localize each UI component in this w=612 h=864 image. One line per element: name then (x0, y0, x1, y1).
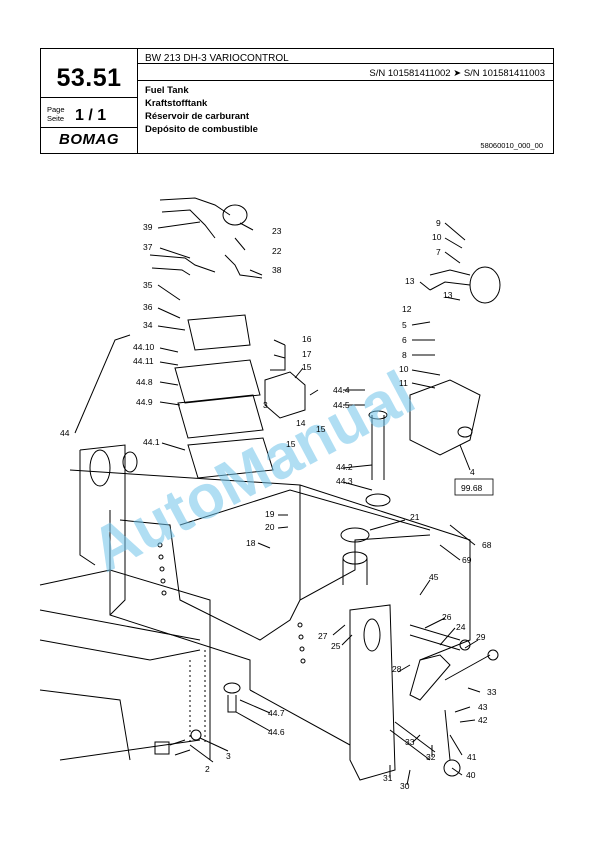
title-block: 53.51 Page Seite 1 / 1 BOMAG BW 213 DH-3… (40, 48, 554, 154)
callout-label: 6 (402, 335, 407, 345)
callout-label: 44.8 (136, 377, 153, 387)
title-en: Fuel Tank (145, 85, 189, 96)
callout-label: 33 (487, 687, 497, 697)
title-block-rule (41, 97, 137, 98)
callout-label: 99.68 (461, 483, 483, 493)
callout-label: 28 (392, 664, 402, 674)
callout-label: 44.5 (333, 400, 350, 410)
callout-label: 45 (429, 572, 439, 582)
callout-label: 39 (143, 222, 153, 232)
callout-label: 33 (405, 737, 415, 747)
callout-label: 10 (399, 364, 409, 374)
callout-label: 14 (296, 418, 306, 428)
callout-label: 30 (400, 781, 410, 791)
title-block-divider (137, 49, 138, 153)
callout-labels: 39 23 37 22 38 35 36 34 44.10 44.11 44.8… (60, 218, 497, 791)
callout-label: 44.3 (336, 476, 353, 486)
title-fr: Réservoir de carburant (145, 111, 250, 122)
callout-label: 34 (143, 320, 153, 330)
callout-label: 3 (263, 400, 268, 410)
callout-label: 10 (432, 232, 442, 242)
title-de: Kraftstofftank (145, 98, 208, 109)
page-number: 53.51 (56, 64, 122, 92)
callout-label: 44.11 (133, 356, 154, 366)
title-block-rule (137, 63, 553, 64)
callout-label: 21 (410, 512, 420, 522)
diagram-linework (39, 197, 501, 786)
callout-label: 44.7 (268, 708, 285, 718)
callout-label: 13 (443, 290, 453, 300)
callout-label: 5 (402, 320, 407, 330)
callout-label: 22 (272, 246, 282, 256)
callout-label: 15 (302, 362, 312, 372)
callout-label: 20 (265, 522, 275, 532)
callout-label: 23 (272, 226, 282, 236)
callout-label: 8 (402, 350, 407, 360)
callout-label: 44 (60, 428, 70, 438)
title-block-rule (41, 127, 137, 128)
callout-label: 44.1 (143, 437, 160, 447)
callout-label: 17 (302, 349, 312, 359)
model-name: BW 213 DH-3 VARIOCONTROL (145, 53, 289, 64)
callout-label: 9 (436, 218, 441, 228)
callout-label: 25 (331, 641, 341, 651)
callout-label: 38 (272, 265, 282, 275)
title-es: Depósito de combustible (145, 124, 258, 135)
callout-label: 44.10 (133, 342, 155, 352)
seite-label: Seite (47, 114, 65, 123)
brand-logo: BOMAG (59, 131, 119, 148)
callout-label: 43 (478, 702, 488, 712)
callout-label: 18 (246, 538, 256, 548)
callout-label: 44.4 (333, 385, 350, 395)
callout-label: 41 (467, 752, 477, 762)
callout-label: 19 (265, 509, 275, 519)
callout-label: 32 (426, 752, 436, 762)
callout-label: 11 (399, 378, 408, 388)
callout-label: 24 (456, 622, 466, 632)
callout-label: 15 (316, 424, 326, 434)
callout-label: 68 (482, 540, 492, 550)
callout-label: 12 (402, 304, 412, 314)
callout-label: 29 (476, 632, 486, 642)
callout-label: 44.2 (336, 462, 353, 472)
page-label: Page (47, 105, 65, 114)
serial-range: S/N 101581411002 ➤ S/N 101581411003 (369, 68, 545, 79)
callout-label: 37 (143, 242, 153, 252)
callout-label: 40 (466, 770, 476, 780)
callout-label: 36 (143, 302, 153, 312)
page-value: 1 / 1 (75, 107, 107, 124)
callout-label: 2 (205, 764, 210, 774)
callout-label: 42 (478, 715, 488, 725)
title-block-rule (137, 80, 553, 81)
callout-label: 16 (302, 334, 312, 344)
callout-label: 4 (470, 467, 475, 477)
callout-label: 35 (143, 280, 153, 290)
callout-label: 15 (286, 439, 296, 449)
callout-label: 44.9 (136, 397, 153, 407)
callout-label: 44.6 (268, 727, 285, 737)
ref-box (454, 478, 494, 496)
callout-label: 26 (442, 612, 452, 622)
callout-label: 3 (226, 751, 231, 761)
callout-label: 27 (318, 631, 328, 641)
callout-label: 31 (383, 773, 393, 783)
callout-label: 13 (405, 276, 415, 286)
callout-label: 69 (462, 555, 472, 565)
callout-label: 7 (436, 247, 441, 257)
drawing-ref: 58060010_000_00 (480, 141, 543, 150)
